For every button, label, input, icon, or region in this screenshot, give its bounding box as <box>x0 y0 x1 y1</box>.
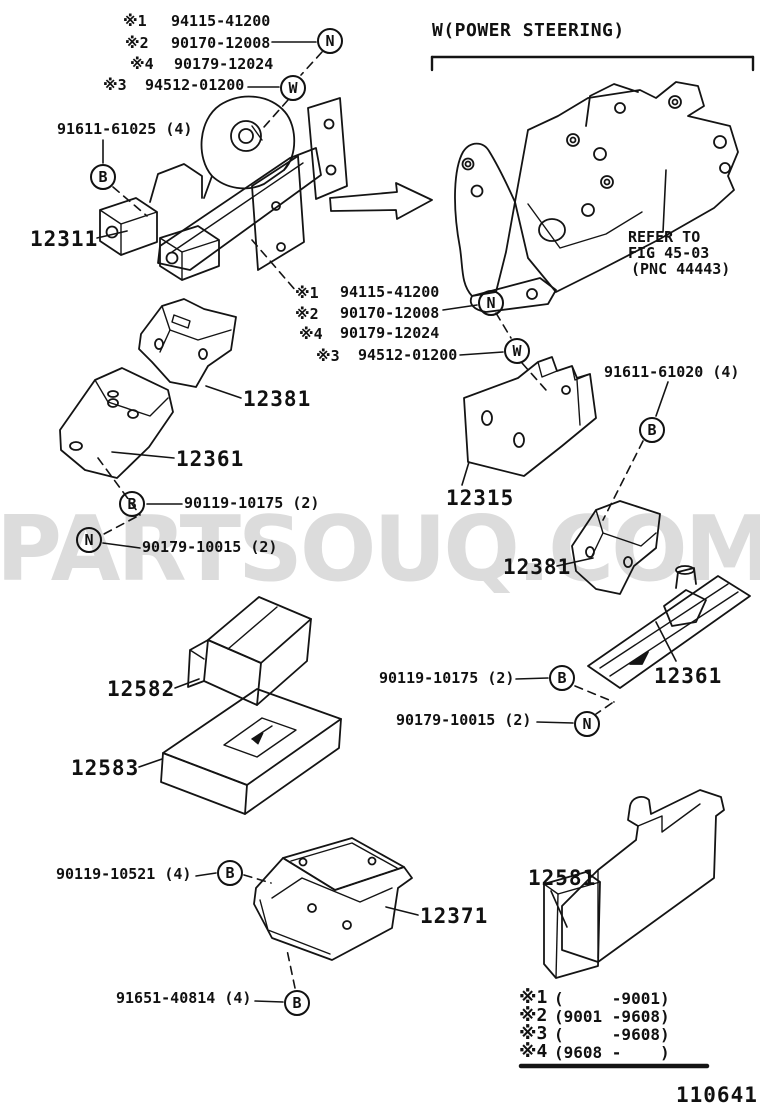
marker-n-icon: N <box>574 711 600 737</box>
legend-ref: ※1 <box>519 987 548 1008</box>
fastener-part[interactable]: 94115-41200 <box>340 283 440 301</box>
drawing-12581 <box>543 789 725 979</box>
fastener-ref: ※3 <box>316 347 340 365</box>
callout-91611-61025[interactable]: 91611-61025 (4) <box>57 120 193 138</box>
refer-note-line3: (PNC 44443) <box>631 260 731 278</box>
marker-b-icon: B <box>90 164 116 190</box>
marker-b-icon: B <box>217 860 243 886</box>
refer-note-line2: FIG 45-03 <box>628 244 710 262</box>
fastener-ref: ※2 <box>295 305 319 323</box>
legend-ref: ※2 <box>519 1005 548 1026</box>
drawing-power-steering-bracket <box>454 81 739 313</box>
legend-range: ( -9001) <box>554 989 670 1008</box>
callout-12315[interactable]: 12315 <box>446 486 515 510</box>
fastener-part[interactable]: 90179-12024 <box>340 324 440 342</box>
callout-12311[interactable]: 12311 <box>30 227 99 251</box>
marker-b-icon: B <box>284 990 310 1016</box>
callout-90119-10175-right[interactable]: 90119-10175 (2) <box>379 669 515 687</box>
fastener-ref: ※4 <box>130 55 154 73</box>
legend-range: ( -9608) <box>554 1025 670 1044</box>
section-bracket <box>430 55 755 72</box>
fastener-part[interactable]: 90170-12008 <box>171 34 271 52</box>
fastener-part[interactable]: 94512-01200 <box>145 76 245 94</box>
drawing-12381-right <box>571 500 661 595</box>
fastener-part[interactable]: 90179-12024 <box>174 55 274 73</box>
callout-90119-10175-left[interactable]: 90119-10175 (2) <box>184 494 320 512</box>
refer-note-line1: REFER TO <box>628 228 701 246</box>
fastener-ref: ※1 <box>295 284 319 302</box>
drawing-12371 <box>253 837 413 961</box>
fastener-part[interactable]: 94115-41200 <box>171 12 271 30</box>
marker-b-icon: B <box>119 491 145 517</box>
callout-12583[interactable]: 12583 <box>71 756 140 780</box>
marker-w-icon: W <box>504 338 530 364</box>
callout-12371[interactable]: 12371 <box>420 904 489 928</box>
leader-lines <box>96 41 677 1003</box>
fastener-ref: ※2 <box>125 34 149 52</box>
drawing-12583 <box>160 688 342 815</box>
legend-range: (9001 -9608) <box>554 1007 670 1026</box>
drawing-12361-right <box>587 565 751 689</box>
drawing-12311 <box>99 95 348 281</box>
callout-12361-left[interactable]: 12361 <box>176 447 245 471</box>
drawing-12582 <box>187 596 312 706</box>
marker-b-icon: B <box>639 417 665 443</box>
callout-90179-10015-right[interactable]: 90179-10015 (2) <box>396 711 532 729</box>
marker-n-icon: N <box>478 290 504 316</box>
power-steering-section-title: W(POWER STEERING) <box>432 20 625 41</box>
legend-ref: ※4 <box>519 1041 548 1062</box>
callout-12381-left[interactable]: 12381 <box>243 387 312 411</box>
callout-90119-10521[interactable]: 90119-10521 (4) <box>56 865 192 883</box>
drawing-12361-left <box>59 367 174 479</box>
fastener-ref: ※4 <box>299 325 323 343</box>
marker-w-icon: W <box>280 75 306 101</box>
fastener-part[interactable]: 90170-12008 <box>340 304 440 322</box>
callout-12381-right[interactable]: 12381 <box>503 555 572 579</box>
callout-91651-40814[interactable]: 91651-40814 (4) <box>116 989 252 1007</box>
drawing-12381-left <box>138 298 237 388</box>
callout-12582[interactable]: 12582 <box>107 677 176 701</box>
callout-12361-right[interactable]: 12361 <box>654 664 723 688</box>
marker-n-icon: N <box>76 527 102 553</box>
figure-code: 110641 <box>676 1083 758 1107</box>
fastener-ref: ※3 <box>103 76 127 94</box>
legend-ref: ※3 <box>519 1023 548 1044</box>
callout-91611-61020[interactable]: 91611-61020 (4) <box>604 363 740 381</box>
callout-12581[interactable]: 12581 <box>528 866 597 890</box>
fastener-ref: ※1 <box>123 12 147 30</box>
fastener-part[interactable]: 94512-01200 <box>358 346 458 364</box>
marker-b-icon: B <box>549 665 575 691</box>
callout-90179-10015-left[interactable]: 90179-10015 (2) <box>142 538 278 556</box>
direction-arrow <box>329 182 433 220</box>
legend-range: (9608 - ) <box>554 1043 670 1062</box>
drawing-12315 <box>463 356 597 477</box>
marker-n-icon: N <box>317 28 343 54</box>
